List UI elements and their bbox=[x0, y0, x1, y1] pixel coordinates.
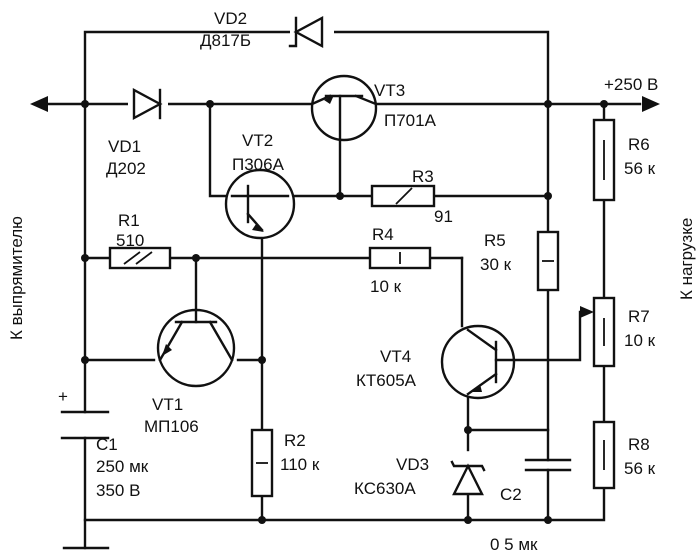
r1-ref: R1 bbox=[118, 211, 140, 230]
vd3-zener-diode bbox=[450, 460, 486, 496]
vd2-zener-diode bbox=[288, 15, 334, 49]
r8-ref: R8 bbox=[628, 435, 650, 454]
vd2-type: Д817Б bbox=[200, 31, 251, 50]
vd3-type: КС630А bbox=[354, 479, 416, 498]
junction-dots bbox=[81, 100, 608, 524]
vt2-transistor bbox=[224, 168, 296, 240]
r5-value: 30 к bbox=[480, 255, 512, 274]
c2-ref: C2 bbox=[500, 485, 522, 504]
component-labels: VD2 Д817Б VD1 Д202 VT3 П701А VT2 П306А R… bbox=[7, 9, 696, 554]
vd1-type: Д202 bbox=[106, 159, 146, 178]
vt2-ref: VT2 bbox=[242, 131, 273, 150]
c1-voltage: 350 В bbox=[96, 481, 140, 500]
c1-polarity: + bbox=[58, 387, 68, 406]
r2-ref: R2 bbox=[284, 431, 306, 450]
input-arrow-left bbox=[30, 96, 48, 112]
vt4-ref: VT4 bbox=[380, 347, 411, 366]
vt3-type: П701А bbox=[384, 111, 437, 130]
r7-value: 10 к bbox=[624, 331, 656, 350]
vt1-ref: VT1 bbox=[152, 395, 183, 414]
rectifier-side-label: К выпрямителю bbox=[7, 216, 26, 340]
r2-value: 110 к bbox=[280, 455, 320, 474]
r1-resistor bbox=[108, 246, 172, 270]
vd2-ref: VD2 bbox=[214, 9, 247, 28]
c2-value: 0 5 мк bbox=[490, 535, 538, 554]
supply-voltage-label: +250 В bbox=[604, 75, 658, 94]
c1-capacitor: + bbox=[58, 387, 110, 440]
vt3-transistor bbox=[310, 74, 378, 142]
r3-resistor bbox=[370, 184, 436, 208]
r7-potentiometer bbox=[580, 296, 616, 368]
r5-ref: R5 bbox=[484, 231, 506, 250]
vt1-transistor bbox=[156, 308, 236, 388]
c1-value: 250 мк bbox=[96, 457, 149, 476]
vt4-type: КТ605А bbox=[356, 371, 417, 390]
output-arrow-right bbox=[642, 96, 660, 112]
r2-resistor bbox=[250, 428, 274, 498]
r8-value: 56 к bbox=[624, 459, 656, 478]
r3-ref: R3 bbox=[412, 167, 434, 186]
r7-ref: R7 bbox=[628, 307, 650, 326]
r4-value: 10 к bbox=[370, 277, 402, 296]
vd1-ref: VD1 bbox=[108, 137, 141, 156]
r6-ref: R6 bbox=[628, 135, 650, 154]
load-side-label: К нагрузке bbox=[677, 218, 696, 300]
vt4-transistor bbox=[440, 324, 516, 400]
r1-value: 510 bbox=[116, 231, 144, 250]
r8-resistor bbox=[592, 420, 616, 490]
vd1-diode bbox=[128, 87, 168, 121]
r3-value: 91 bbox=[434, 207, 453, 226]
r6-resistor bbox=[592, 118, 616, 202]
r6-value: 56 к bbox=[624, 159, 656, 178]
r4-ref: R4 bbox=[372, 225, 394, 244]
vt3-ref: VT3 bbox=[374, 81, 405, 100]
vd3-ref: VD3 bbox=[396, 455, 429, 474]
c2-capacitor bbox=[524, 458, 572, 472]
vt1-type: МП106 bbox=[144, 417, 199, 436]
vt2-type: П306А bbox=[232, 155, 285, 174]
c1-ref: C1 bbox=[96, 435, 118, 454]
r4-resistor bbox=[368, 246, 432, 270]
r5-resistor bbox=[536, 230, 560, 292]
